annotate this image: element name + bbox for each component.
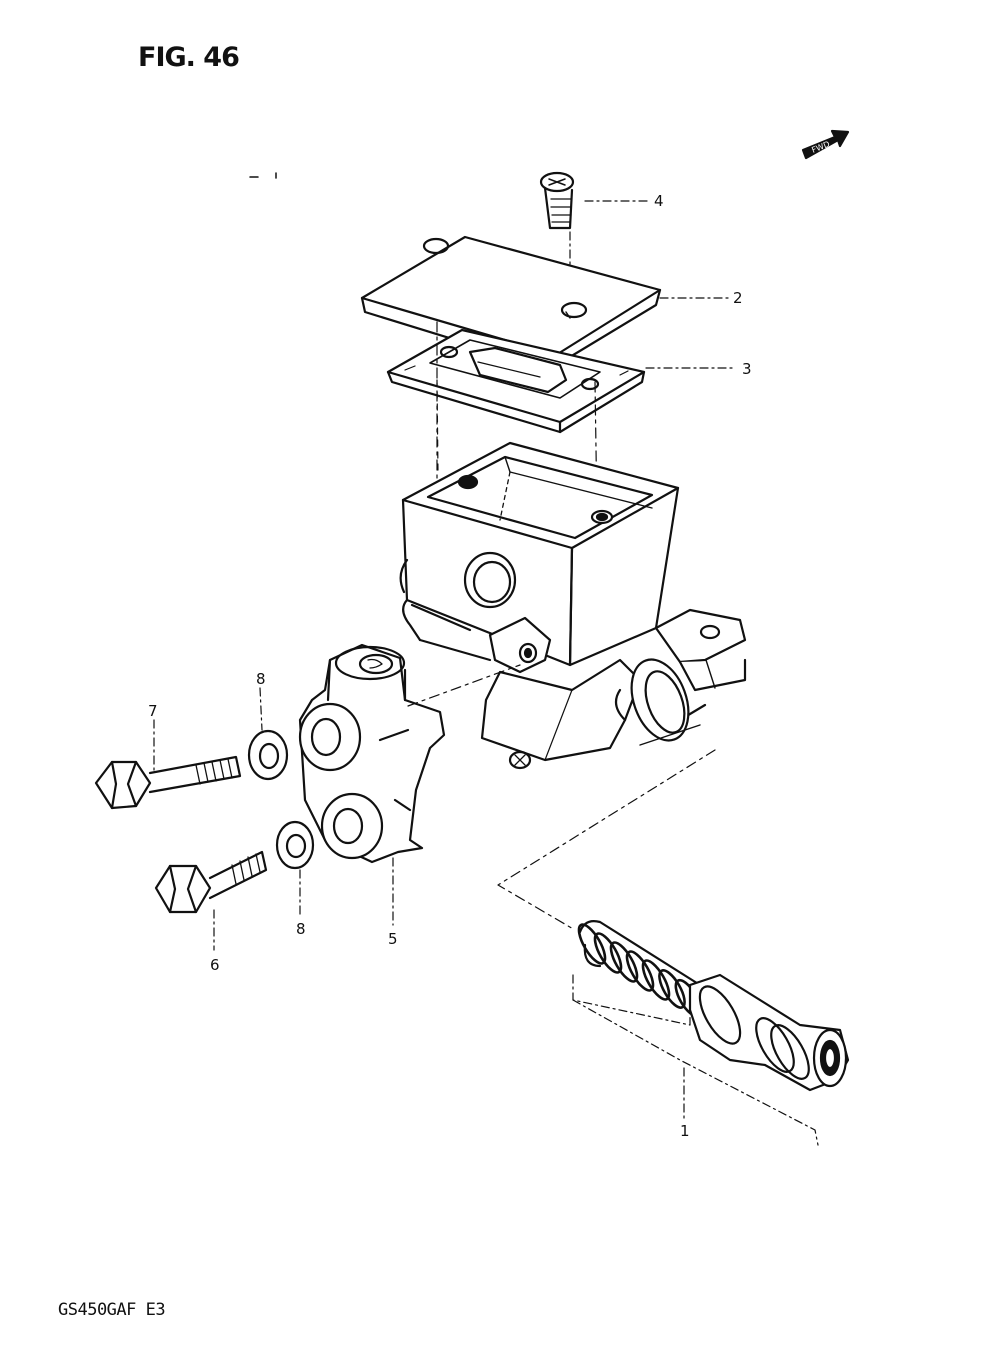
model-code-label: GS450GAF E3 [58,1300,166,1320]
figure-title: FIG. 46 [138,42,240,73]
piston-spring-assembly [577,920,850,1092]
callout-1: 1 [680,1122,690,1140]
cap-screw [539,171,575,230]
short-bolt [154,850,268,914]
callout-5: 5 [388,930,398,948]
callout-8-upper: 8 [256,670,266,688]
master-cylinder-body [399,441,747,770]
diaphragm-gasket [386,328,646,434]
callout-3: 3 [742,360,752,378]
front-direction-arrow-icon: FWD [801,129,850,160]
washer-upper [247,729,289,781]
callout-4: 4 [654,192,664,210]
washer-lower [275,820,315,870]
fwd-label: FWD [810,139,831,154]
long-bolt [94,755,242,810]
handlebar-clamp [298,643,446,864]
callout-8-lower: 8 [296,920,306,938]
callout-7: 7 [148,702,158,720]
callout-2: 2 [733,289,743,307]
callout-6: 6 [210,956,220,974]
